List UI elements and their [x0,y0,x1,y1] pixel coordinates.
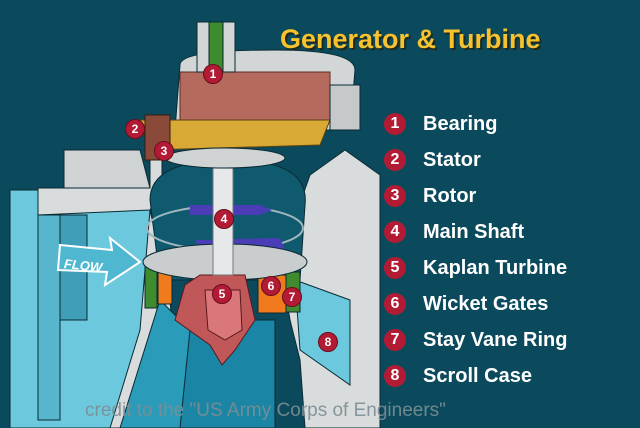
legend-number: 5 [384,257,406,279]
legend-label: Kaplan Turbine [423,256,568,279]
marker-stator: 2 [125,119,145,139]
legend-number: 3 [384,185,406,207]
legend-item: 4 Main Shaft [384,214,568,250]
legend-label: Bearing [423,112,498,135]
legend-number: 4 [384,221,406,243]
legend-number: 6 [384,293,406,315]
legend-number: 8 [384,365,406,387]
marker-main-shaft: 4 [214,209,234,229]
concrete-floor [63,149,151,189]
legend-label: Main Shaft [423,220,525,243]
marker-stay-vane-ring: 7 [282,287,302,307]
stator-core [179,71,331,123]
marker-wicket-gates: 6 [261,276,281,296]
flow-arrow-icon [56,235,142,288]
intake-pier [37,214,61,421]
legend-label: Rotor [423,184,477,207]
legend-number: 7 [384,329,406,351]
concrete-left [37,149,163,216]
runner-hub [204,289,243,341]
legend-item: 2 Stator [384,142,568,178]
marker-rotor: 3 [154,141,174,161]
legend-label: Scroll Case [423,364,532,387]
lower-bracket-arm [164,147,286,169]
marker-scroll-case: 8 [318,332,338,352]
legend-label: Stay Vane Ring [423,328,568,351]
marker-bearing: 1 [203,64,223,84]
legend-item: 3 Rotor [384,178,568,214]
legend-item: 7 Stay Vane Ring [384,322,568,358]
diagram-title: Generator & Turbine [280,24,541,54]
legend-number: 2 [384,149,406,171]
bus-duct [329,84,361,131]
legend-item: 8 Scroll Case [384,358,568,394]
legend-number: 1 [384,113,406,135]
marker-kaplan-turbine: 5 [212,284,232,304]
legend-item: 6 Wicket Gates [384,286,568,322]
legend-label: Wicket Gates [423,292,549,315]
legend: 1 Bearing 2 Stator 3 Rotor 4 Main Shaft 5 Kap… [384,106,568,394]
legend-item: 5 Kaplan Turbine [384,250,568,286]
legend-item: 1 Bearing [384,106,568,142]
credit-text: credit to the "US Army Corps of Engineer… [85,400,446,421]
legend-label: Stator [423,148,481,171]
